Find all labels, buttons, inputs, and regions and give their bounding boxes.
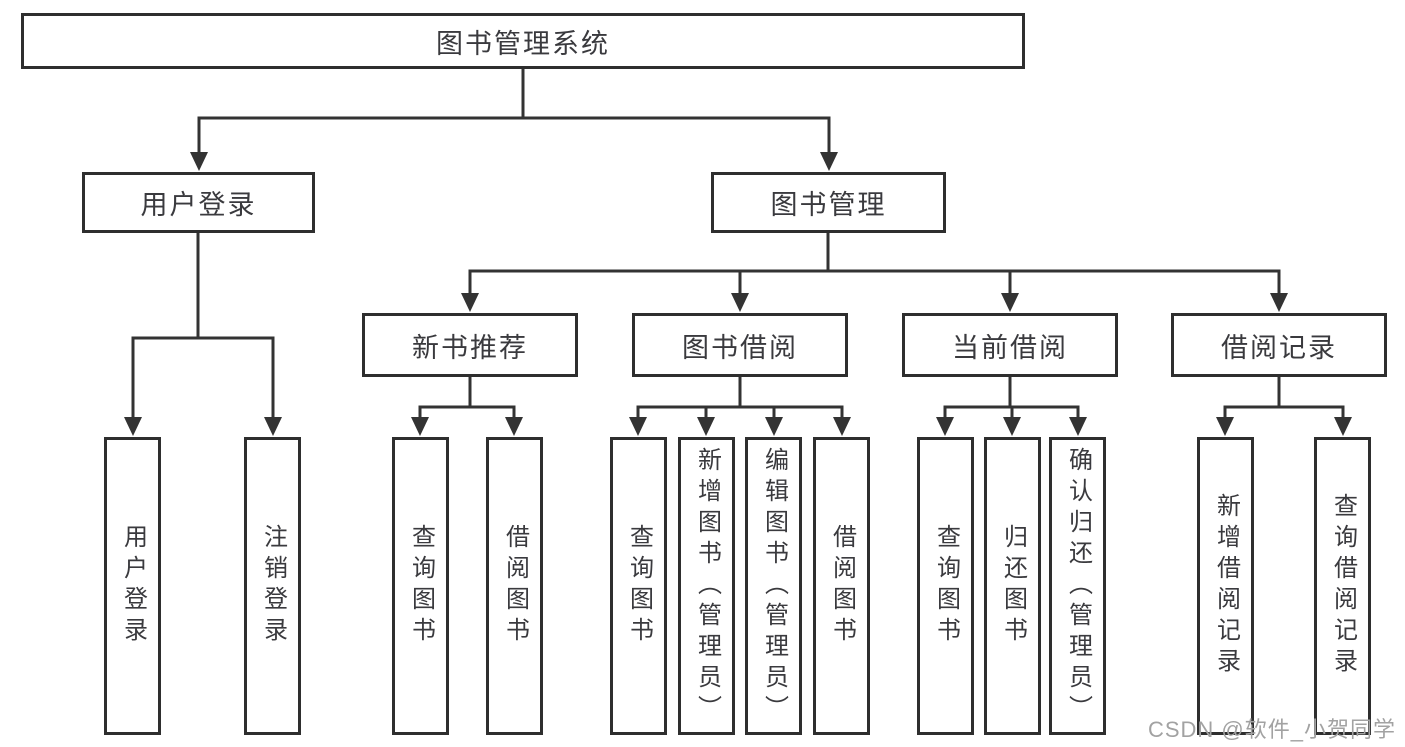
node-label: 注销登录	[259, 524, 287, 648]
node-label: 借阅记录	[1221, 332, 1337, 363]
node-label: 新增借阅记录	[1212, 493, 1240, 679]
leaf-return-books: 归还图书	[984, 437, 1041, 735]
node-user-login-group: 用户登录	[82, 172, 315, 233]
node-label: 借阅图书	[828, 524, 856, 648]
node-label: 图书借阅	[682, 332, 798, 363]
node-book-borrowing: 图书借阅	[632, 313, 848, 377]
node-library-management-system: 图书管理系统	[21, 13, 1025, 69]
leaf-query-borrow-record: 查询借阅记录	[1314, 437, 1371, 735]
node-borrowing-records: 借阅记录	[1171, 313, 1387, 377]
node-label: 用户登录	[140, 190, 257, 220]
node-label: 归还图书	[999, 524, 1027, 648]
leaf-borrow-books-recommend: 借阅图书	[486, 437, 543, 735]
node-label: 新书推荐	[412, 332, 528, 363]
node-label: 图书管理系统	[436, 28, 610, 59]
leaf-borrow-books-borrowing: 借阅图书	[813, 437, 870, 735]
csdn-watermark: CSDN @软件_小贺同学	[1147, 717, 1396, 742]
leaf-logout: 注销登录	[244, 437, 301, 735]
leaf-query-books-recommend: 查询图书	[392, 437, 449, 735]
node-current-borrowing: 当前借阅	[902, 313, 1118, 377]
node-label: 借阅图书	[501, 524, 529, 648]
leaf-confirm-return-admin: 确认归还（管理员）	[1049, 437, 1106, 735]
node-label: 确认归还（管理员）	[1064, 446, 1092, 726]
node-label: 查询图书	[407, 524, 435, 648]
node-label: 图书管理	[770, 190, 887, 220]
leaf-edit-books-admin: 编辑图书（管理员）	[745, 437, 802, 735]
node-label: 用户登录	[119, 524, 147, 648]
node-label: 编辑图书（管理员）	[760, 446, 788, 726]
node-label: 查询图书	[625, 524, 653, 648]
leaf-add-books-admin: 新增图书（管理员）	[678, 437, 735, 735]
node-book-management: 图书管理	[711, 172, 946, 233]
leaf-query-books-current: 查询图书	[917, 437, 974, 735]
leaf-query-books-borrowing: 查询图书	[610, 437, 667, 735]
leaf-add-borrow-record: 新增借阅记录	[1197, 437, 1254, 735]
node-new-book-recommendation: 新书推荐	[362, 313, 578, 377]
node-label: 查询借阅记录	[1329, 493, 1357, 679]
node-label: 查询图书	[932, 524, 960, 648]
node-label: 新增图书（管理员）	[693, 446, 721, 726]
leaf-user-login: 用户登录	[104, 437, 161, 735]
node-label: 当前借阅	[952, 332, 1068, 363]
